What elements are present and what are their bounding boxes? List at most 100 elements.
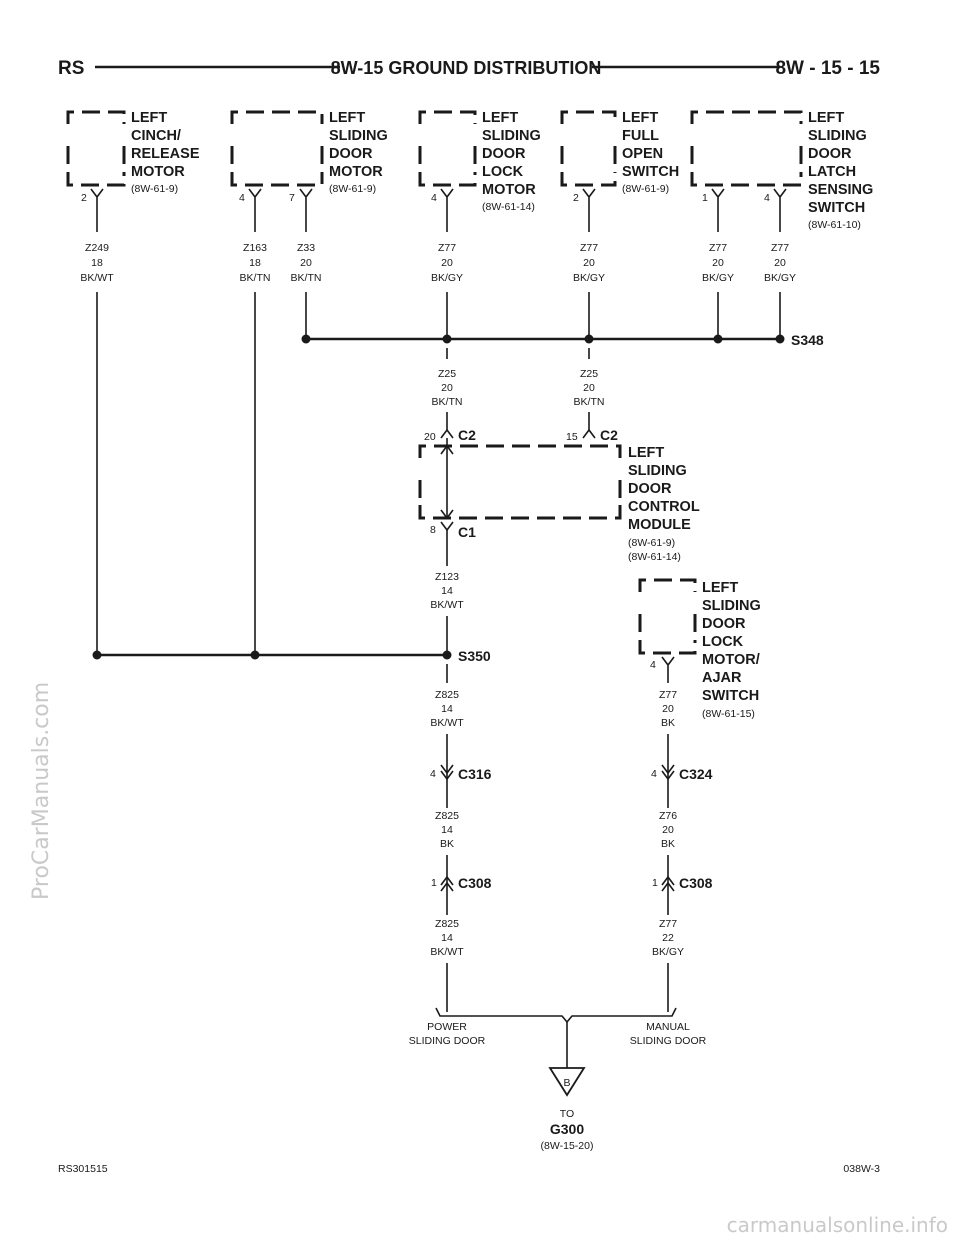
- diagram-text: BK/TN: [240, 272, 271, 284]
- header-page-number: 8W - 15 - 15: [775, 58, 880, 79]
- component-left-sliding-door-motor: LEFT SLIDING DOOR MOTOR (8W-61-9) 4 7: [230, 110, 388, 232]
- pin-label: 4: [650, 659, 656, 671]
- diagram-text: (8W-61-10): [808, 219, 861, 231]
- diagram-text: 20: [583, 257, 595, 269]
- pin-label: 4: [651, 768, 657, 780]
- component-left-sliding-door-control-module: 20 C2 15 C2 8 C1 LEFT SLIDING DOOR CONTR…: [418, 427, 700, 563]
- diagram-text: SLIDING DOOR: [630, 1035, 707, 1047]
- diagram-text: LATCH: [808, 164, 856, 180]
- page-footer: RS301515 038W-3: [58, 1163, 880, 1175]
- diagram-text: 20: [300, 257, 312, 269]
- diagram-text: SWITCH: [702, 688, 759, 704]
- diagram-text: LEFT: [702, 580, 738, 596]
- diagram-text: Z77: [771, 242, 789, 254]
- diagram-text: Z25: [438, 368, 456, 380]
- diagram-text: (8W-15-20): [541, 1140, 594, 1152]
- diagram-text: BK/GY: [573, 272, 605, 284]
- diagram-text: 18: [249, 257, 261, 269]
- diagram-text: 14: [441, 932, 453, 944]
- diagram-text: BK/TN: [291, 272, 322, 284]
- ground-letter: B: [563, 1077, 570, 1089]
- pin-label: 2: [573, 192, 579, 204]
- diagram-text: SWITCH: [622, 164, 679, 180]
- diagram-text: BK/TN: [432, 396, 463, 408]
- diagram-text: OPEN: [622, 146, 663, 162]
- diagram-text: CONTROL: [628, 499, 700, 515]
- diagram-text: DOOR: [702, 616, 746, 632]
- diagram-text: Z77: [659, 689, 677, 701]
- diagram-text: BK: [661, 838, 675, 850]
- diagram-text: BK/WT: [80, 272, 114, 284]
- diagram-text: DOOR: [808, 146, 852, 162]
- diagram-text: RELEASE: [131, 146, 200, 162]
- diagram-text: POWER: [427, 1021, 467, 1033]
- diagram-text: Z825: [435, 810, 459, 822]
- diagram-text: LEFT: [628, 445, 664, 461]
- diagram-text: 22: [662, 932, 674, 944]
- component-left-cinch-release-motor: LEFT CINCH/ RELEASE MOTOR (8W-61-9) 2: [66, 110, 200, 232]
- diagram-text: 20: [774, 257, 786, 269]
- diagram-text: (8W-61-14): [628, 551, 681, 563]
- diagram-text: 14: [441, 824, 453, 836]
- diagram-text: SENSING: [808, 182, 873, 198]
- pin-label: 8: [430, 524, 436, 536]
- side-watermark: ProCarManuals.com: [29, 682, 54, 900]
- diagram-text: MOTOR: [482, 182, 536, 198]
- diagram-text: BK/WT: [430, 599, 464, 611]
- diagram-text: MOTOR: [329, 164, 383, 180]
- diagram-text: (8W-61-9): [628, 537, 675, 549]
- pin-label: 4: [239, 192, 245, 204]
- figure-code: RS301515: [58, 1163, 108, 1175]
- diagram-text: Z123: [435, 571, 459, 583]
- diagram-text: Z77: [659, 918, 677, 930]
- diagram-text: Z825: [435, 918, 459, 930]
- diagram-text: DOOR: [329, 146, 373, 162]
- diagram-text: SLIDING: [628, 463, 687, 479]
- diagram-text: MOTOR: [131, 164, 185, 180]
- diagram-text: 18: [91, 257, 103, 269]
- z25-wires: Z25 20 BK/TN Z25 20 BK/TN: [432, 348, 605, 430]
- diagram-text: 20: [583, 382, 595, 394]
- diagram-text: CINCH/: [131, 128, 181, 144]
- component-left-sliding-door-latch-sensing-switch: LEFT SLIDING DOOR LATCH SENSING SWITCH (…: [690, 110, 873, 232]
- diagram-text: BK/GY: [764, 272, 796, 284]
- z123-wire: Z123 14 BK/WT: [430, 530, 464, 655]
- diagram-text: Z25: [580, 368, 598, 380]
- component-left-sliding-door-lock-motor: LEFT SLIDING DOOR LOCK MOTOR (8W-61-14) …: [418, 110, 541, 232]
- diagram-text: BK/WT: [430, 946, 464, 958]
- pin-label: 4: [431, 192, 437, 204]
- diagram-text: BK/GY: [702, 272, 734, 284]
- diagram-text: BK/GY: [652, 946, 684, 958]
- diagram-text: SWITCH: [808, 200, 865, 216]
- diagram-text: 14: [441, 585, 453, 597]
- pin-label: 20: [424, 431, 436, 443]
- splice-label: S348: [791, 332, 824, 348]
- diagram-text: Z249: [85, 242, 109, 254]
- connector-label: C2: [458, 427, 476, 443]
- diagram-text: BK: [440, 838, 454, 850]
- page-code: 038W-3: [843, 1163, 880, 1175]
- diagram-text: (8W-61-15): [702, 708, 755, 720]
- diagram-text: Z825: [435, 689, 459, 701]
- diagram-text: DOOR: [628, 481, 672, 497]
- diagram-text: (8W-61-9): [131, 183, 178, 195]
- diagram-text: BK/WT: [430, 717, 464, 729]
- diagram-text: BK/TN: [574, 396, 605, 408]
- diagram-text: LEFT: [622, 110, 658, 126]
- diagram-text: 20: [441, 257, 453, 269]
- diagram-text: FULL: [622, 128, 659, 144]
- diagram-text: 20: [662, 703, 674, 715]
- diagram-text: MODULE: [628, 517, 691, 533]
- manual-sliding-door-branch: 4 C324 Z76 20 BK 1 C308 Z77 22 BK/GY: [651, 764, 713, 1012]
- component-left-sliding-door-lock-motor-ajar-switch: LEFT SLIDING DOOR LOCK MOTOR/ AJAR SWITC…: [638, 578, 761, 778]
- diagram-text: SLIDING: [482, 128, 541, 144]
- pin-label: 4: [430, 768, 436, 780]
- diagram-text: 20: [441, 382, 453, 394]
- diagram-text: MANUAL: [646, 1021, 690, 1033]
- diagram-text: DOOR: [482, 146, 526, 162]
- diagram-text: SLIDING: [329, 128, 388, 144]
- pin-label: 1: [431, 877, 437, 889]
- diagram-text: (8W-61-14): [482, 201, 535, 213]
- pin-label: 7: [289, 192, 295, 204]
